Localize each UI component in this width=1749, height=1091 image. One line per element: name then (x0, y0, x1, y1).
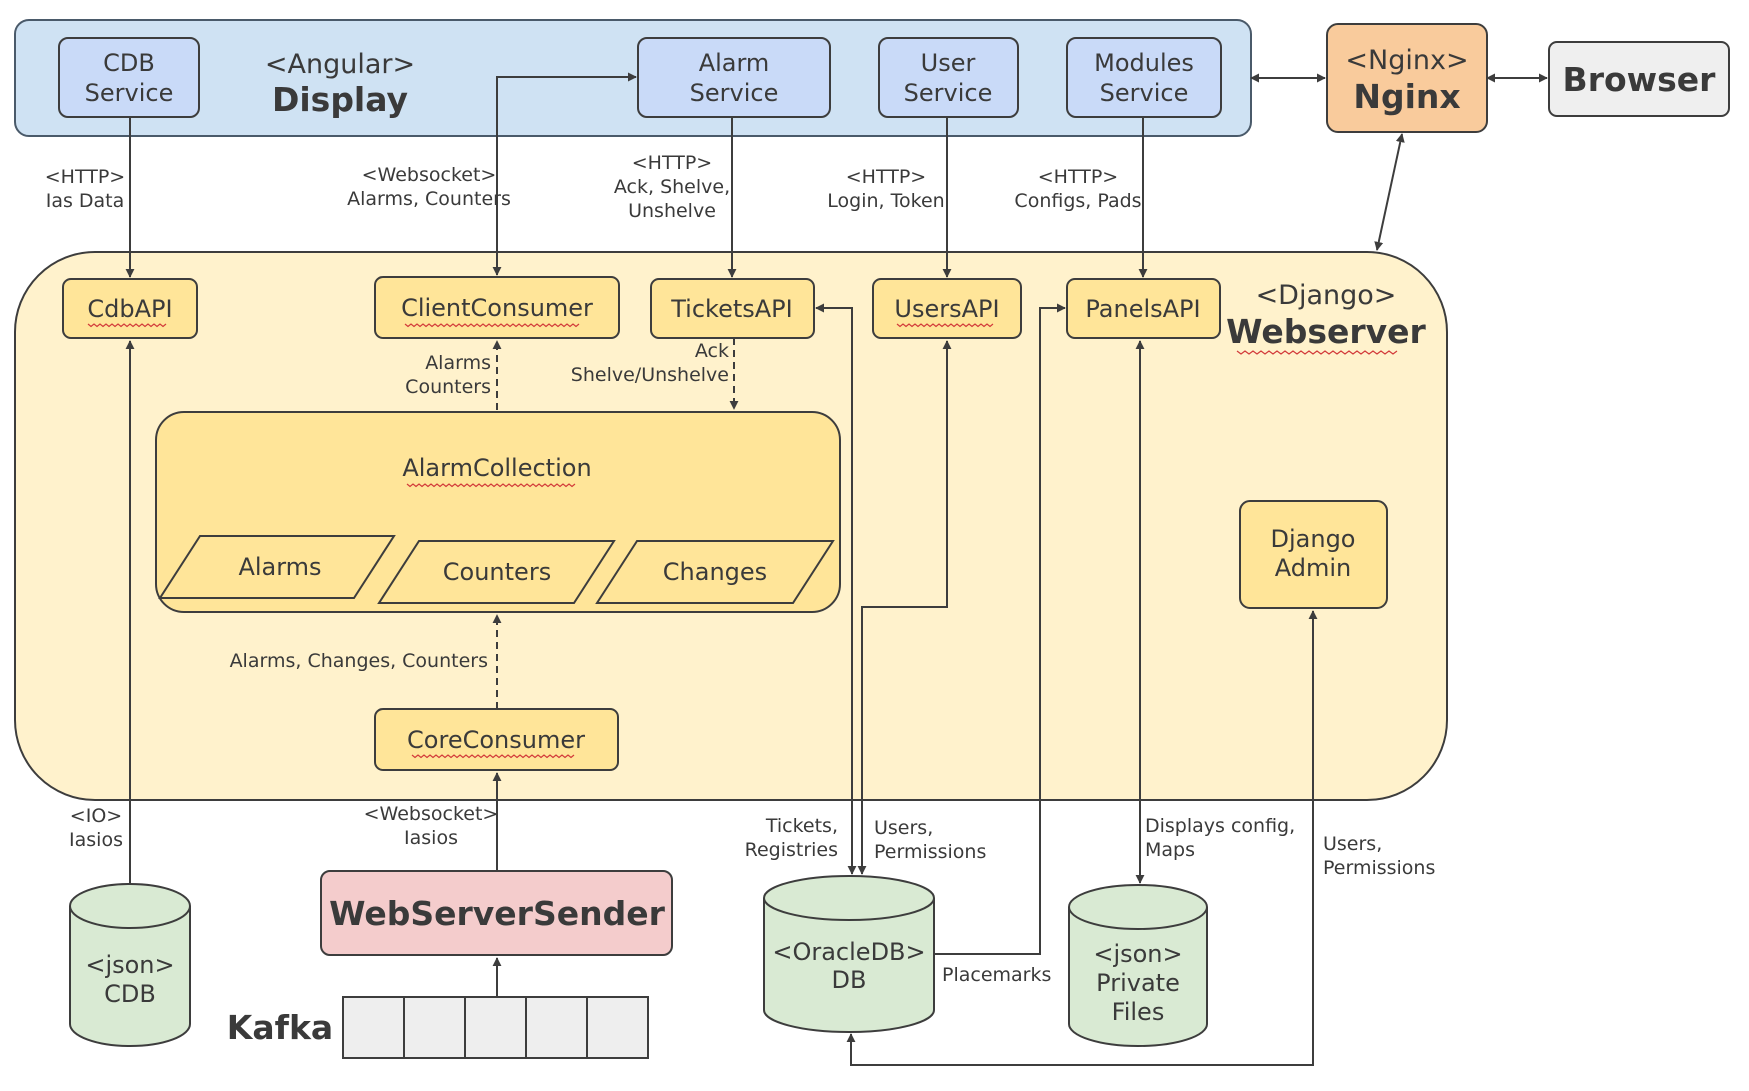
label-tickets-collection-2: Shelve/Unshelve (571, 364, 729, 386)
edge-nginx-webserver (1374, 133, 1405, 251)
oracle-db-line2: DB (832, 966, 867, 994)
label-users-db-2: Permissions (874, 841, 986, 863)
modules-service-line1: Modules (1094, 49, 1194, 77)
browser-box (1548, 41, 1730, 117)
alarm-service-line1: Alarm (699, 49, 770, 77)
counters-label: Counters (443, 558, 551, 586)
label-admin-db-2: Permissions (1323, 857, 1435, 879)
alarm-collection-label: AlarmCollection (402, 454, 591, 482)
alarms-label: Alarms (238, 553, 321, 581)
webserver-group-title: Webserver (1226, 312, 1426, 351)
panels-api-box (1066, 278, 1221, 339)
label-tickets-http-1: <HTTP> (632, 152, 712, 174)
client-consumer-box (374, 276, 620, 339)
label-panels-http-2: Configs, Pads (1014, 190, 1141, 212)
user-service-line1: User (921, 49, 976, 77)
label-users-http-2: Login, Token (827, 190, 944, 212)
tickets-api-label: TicketsAPI (670, 295, 792, 323)
django-admin-line2: Admin (1275, 554, 1352, 582)
kafka-cell (403, 996, 466, 1059)
label-cdb-io-2: Iasios (69, 829, 123, 851)
tickets-api-box (650, 278, 815, 339)
cdb-service-line2: Service (85, 79, 174, 107)
label-displays-config-2: Maps (1145, 839, 1195, 861)
private-files-line3: Files (1112, 998, 1165, 1026)
alarms-queue (158, 535, 396, 599)
label-panels-http-1: <HTTP> (1038, 166, 1118, 188)
edges (125, 72, 1548, 1066)
label-tickets-db-2: Registries (745, 839, 838, 861)
alarm-service-box (637, 37, 831, 118)
kafka-cell (525, 996, 588, 1059)
core-consumer-label: CoreConsumer (407, 726, 585, 754)
display-group-tag: <Angular> (265, 49, 415, 80)
label-placemarks: Placemarks (942, 964, 1051, 986)
label-users-db-1: Users, (874, 817, 933, 839)
kafka-cell (342, 996, 405, 1059)
cdb-service-line1: CDB (103, 49, 155, 77)
oracle-db-line1: <OracleDB> (772, 938, 925, 966)
label-cdb-http-2: Ias Data (46, 190, 125, 212)
user-service-line2: Service (904, 79, 993, 107)
modules-service-line2: Service (1100, 79, 1189, 107)
label-displays-config-1: Displays config, (1145, 815, 1295, 837)
label-client-ws-1: <Websocket> (362, 164, 497, 186)
edge-client-ws (492, 72, 637, 276)
nginx-title: Nginx (1353, 77, 1460, 116)
changes-label: Changes (663, 558, 767, 586)
client-consumer-label: ClientConsumer (401, 294, 593, 322)
label-tickets-db-1: Tickets, (765, 815, 838, 837)
label-sender-ws-1: <Websocket> (364, 803, 499, 825)
cdb-json-line2: CDB (104, 980, 156, 1008)
nginx-tag: <Nginx> (1345, 45, 1468, 76)
alarm-service-line2: Service (690, 79, 779, 107)
label-sender-ws-2: Iasios (404, 827, 458, 849)
users-api-label: UsersAPI (894, 295, 999, 323)
kafka-label: Kafka (227, 1008, 333, 1047)
label-tickets-collection-1: Ack (695, 340, 729, 362)
private-files-line2: Private (1096, 969, 1180, 997)
django-admin-box (1239, 500, 1388, 609)
changes-queue (595, 540, 835, 604)
webserver-group-tag: <Django> (1256, 280, 1397, 311)
web-server-sender-label: WebServerSender (329, 894, 665, 933)
kafka-queue (342, 996, 649, 1059)
display-group-title: Display (272, 80, 408, 119)
counters-queue (377, 540, 616, 604)
label-core-collection: Alarms, Changes, Counters (230, 650, 488, 672)
django-admin-line1: Django (1271, 525, 1356, 553)
users-api-box (872, 278, 1022, 339)
cdb-json-line1: <json> (85, 951, 174, 979)
label-collection-client-2: Counters (405, 376, 491, 398)
label-collection-client-1: Alarms (425, 352, 491, 374)
kafka-cell (586, 996, 649, 1059)
label-users-http-1: <HTTP> (846, 166, 926, 188)
kafka-cell (464, 996, 527, 1059)
label-admin-db-1: Users, (1323, 833, 1382, 855)
browser-title: Browser (1563, 60, 1717, 99)
label-cdb-http-1: <HTTP> (45, 166, 125, 188)
label-client-ws-2: Alarms, Counters (347, 188, 511, 210)
panels-api-label: PanelsAPI (1085, 295, 1200, 323)
label-cdb-io-1: <IO> (70, 805, 122, 827)
edge-admin-db (846, 610, 1318, 1066)
cdb-json-storage (69, 883, 191, 1047)
user-service-box (878, 37, 1019, 118)
label-tickets-http-3: Unshelve (628, 200, 716, 222)
private-files-line1: <json> (1093, 940, 1182, 968)
label-tickets-http-2: Ack, Shelve, (614, 176, 730, 198)
cdb-api-box (62, 278, 198, 339)
cdb-api-label: CdbAPI (87, 295, 172, 323)
